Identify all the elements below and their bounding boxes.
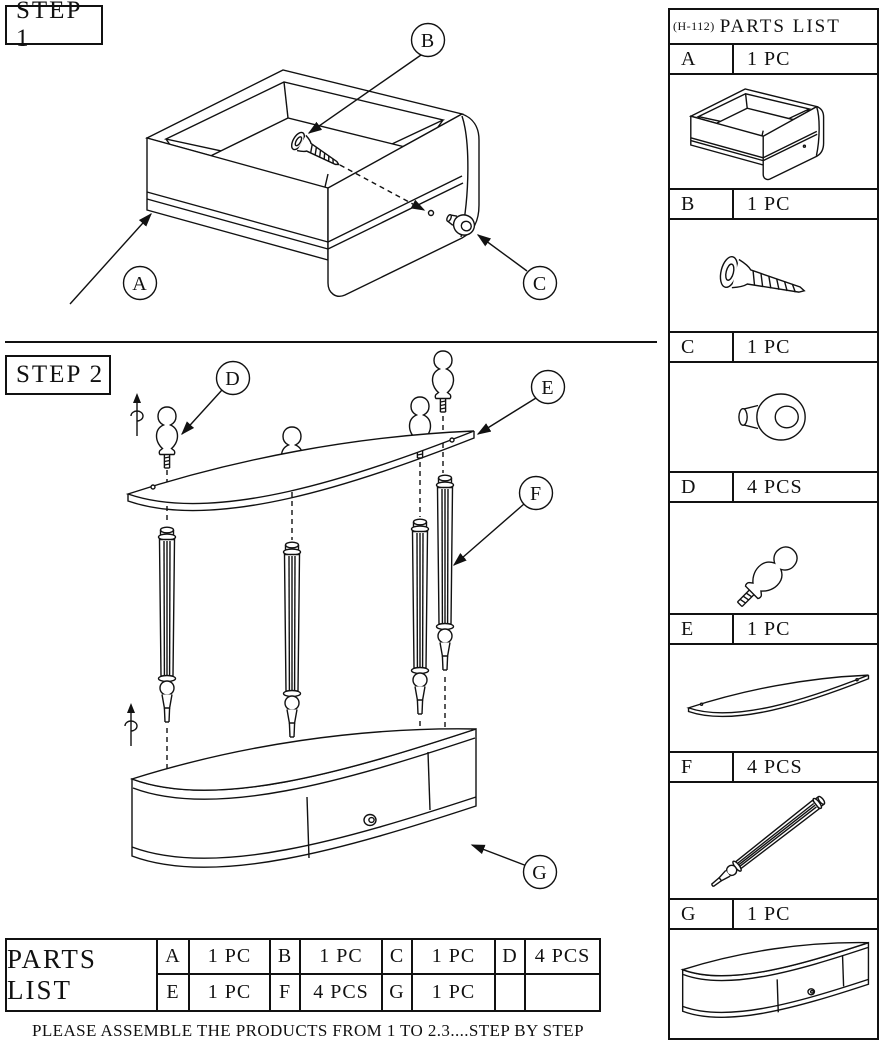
callout-f: F	[518, 475, 554, 511]
part-letter: B	[670, 190, 734, 218]
part-letter: D	[670, 473, 734, 501]
screw-icon	[716, 253, 809, 307]
callout-b-leader	[307, 54, 422, 134]
part-letter: F	[269, 975, 299, 1010]
step2-diagram: D E F G	[124, 350, 566, 890]
callout-f-leader	[452, 503, 525, 566]
base-cabinet-icon	[681, 941, 870, 1018]
finial-part-d-illustration	[431, 350, 455, 413]
part-c-image-cell	[670, 363, 877, 473]
parts-panel-row-g: G 1 PC	[670, 900, 877, 930]
model-code: (H-112)	[673, 19, 715, 33]
callout-e-leader	[476, 397, 537, 435]
bottom-parts-grid: A 1 PC B 1 PC C 1 PC D 4 PCS E 1 PC F 4 …	[158, 940, 599, 1010]
top-panel-part-e-illustration	[127, 430, 475, 512]
bottom-parts-list-title: PARTS LIST	[7, 940, 158, 1010]
part-letter: C	[670, 333, 734, 361]
callout-letter-c: C	[533, 273, 547, 295]
top-panel-icon	[687, 673, 870, 717]
callout-letter-f: F	[530, 483, 542, 505]
leg-part-f-illustration	[435, 474, 455, 671]
part-qty	[524, 975, 599, 1010]
part-qty: 4 PCS	[524, 940, 599, 975]
parts-list-title: PARTS LIST	[719, 15, 841, 37]
part-qty: 4 PCS	[747, 755, 803, 778]
drawer-part-a-illustration	[146, 69, 480, 297]
parts-panel-row-d: D 4 PCS	[670, 473, 877, 503]
parts-panel-row-c: C 1 PC	[670, 333, 877, 363]
parts-list-header: (H-112) PARTS LIST	[670, 10, 877, 45]
step2-label: STEP 2	[16, 361, 105, 388]
part-b-image-cell	[670, 220, 877, 333]
parts-panel-row-f: F 4 PCS	[670, 753, 877, 783]
callout-letter-b: B	[421, 30, 435, 52]
parts-panel-row-a: A 1 PC	[670, 45, 877, 75]
part-qty: 1 PC	[747, 192, 791, 215]
part-e-image-cell	[670, 645, 877, 753]
part-qty: 4 PCS	[747, 475, 803, 498]
part-qty: 1 PC	[747, 617, 791, 640]
finial-part-d-illustration	[155, 406, 179, 469]
callout-d: D	[215, 360, 251, 396]
screw-direction-line	[339, 164, 426, 211]
callout-letter-e: E	[541, 377, 554, 399]
part-qty: 1 PC	[188, 940, 269, 975]
part-letter: A	[670, 45, 734, 73]
part-qty: 1 PC	[299, 940, 381, 975]
callout-c-leader	[476, 234, 528, 272]
leg-part-f-illustration	[410, 518, 430, 715]
rotation-arrow-icon	[124, 703, 138, 746]
callout-letter-d: D	[225, 368, 240, 390]
base-cabinet-part-g-illustration	[131, 728, 477, 869]
part-qty: 4 PCS	[299, 975, 381, 1010]
callout-g-leader	[470, 844, 528, 867]
callout-d-leader	[181, 389, 223, 436]
knob-icon	[737, 392, 807, 441]
drawer-icon	[690, 87, 825, 180]
callout-letter-g: G	[532, 862, 547, 884]
leg-icon	[707, 793, 828, 891]
step2-label-box: STEP 2	[5, 355, 111, 395]
part-letter	[494, 975, 524, 1010]
part-f-image-cell	[670, 783, 877, 900]
step-separator-line	[5, 341, 657, 343]
leg-part-f-illustration	[157, 526, 177, 723]
part-letter: F	[670, 753, 734, 781]
callout-g: G	[522, 854, 558, 890]
part-letter: E	[670, 615, 734, 643]
step1-diagram: A B C	[69, 22, 558, 305]
part-letter: D	[494, 940, 524, 975]
part-qty: 1 PC	[747, 335, 791, 358]
part-qty: 1 PC	[188, 975, 269, 1010]
part-letter: E	[166, 981, 180, 1003]
part-qty: 1 PC	[411, 975, 494, 1010]
callout-e: E	[530, 369, 566, 405]
callout-c: C	[522, 265, 558, 301]
part-qty: 1 PC	[747, 902, 791, 925]
parts-panel-row-b: B 1 PC	[670, 190, 877, 220]
bottom-parts-list: PARTS LIST A 1 PC B 1 PC C 1 PC D 4 PCS …	[5, 938, 601, 1012]
rotation-arrow-icon	[130, 393, 144, 436]
assembly-note: PLEASE ASSEMBLE THE PRODUCTS FROM 1 TO 2…	[32, 1021, 584, 1040]
callout-a-leader	[69, 212, 152, 305]
part-qty: 1 PC	[411, 940, 494, 975]
callout-a: A	[122, 265, 158, 301]
part-qty: 1 PC	[747, 47, 791, 70]
part-letter: G	[670, 900, 734, 928]
part-letter: C	[381, 940, 411, 975]
part-a-image-cell	[670, 75, 877, 190]
part-letter: A	[158, 940, 188, 975]
part-g-image-cell	[670, 930, 877, 1038]
finial-icon	[729, 539, 804, 612]
parts-list-panel: (H-112) PARTS LIST A 1 PC B 1 PC C 1 PC	[668, 8, 879, 1040]
callout-letter-a: A	[132, 273, 147, 295]
step1-label-box: STEP 1	[5, 0, 103, 52]
callout-b: B	[410, 22, 446, 58]
part-letter: B	[269, 940, 299, 975]
leg-part-f-illustration	[282, 541, 302, 738]
parts-panel-row-e: E 1 PC	[670, 615, 877, 645]
step1-label: STEP 1	[16, 0, 82, 52]
part-d-image-cell	[670, 503, 877, 615]
part-letter: G	[381, 975, 411, 1010]
